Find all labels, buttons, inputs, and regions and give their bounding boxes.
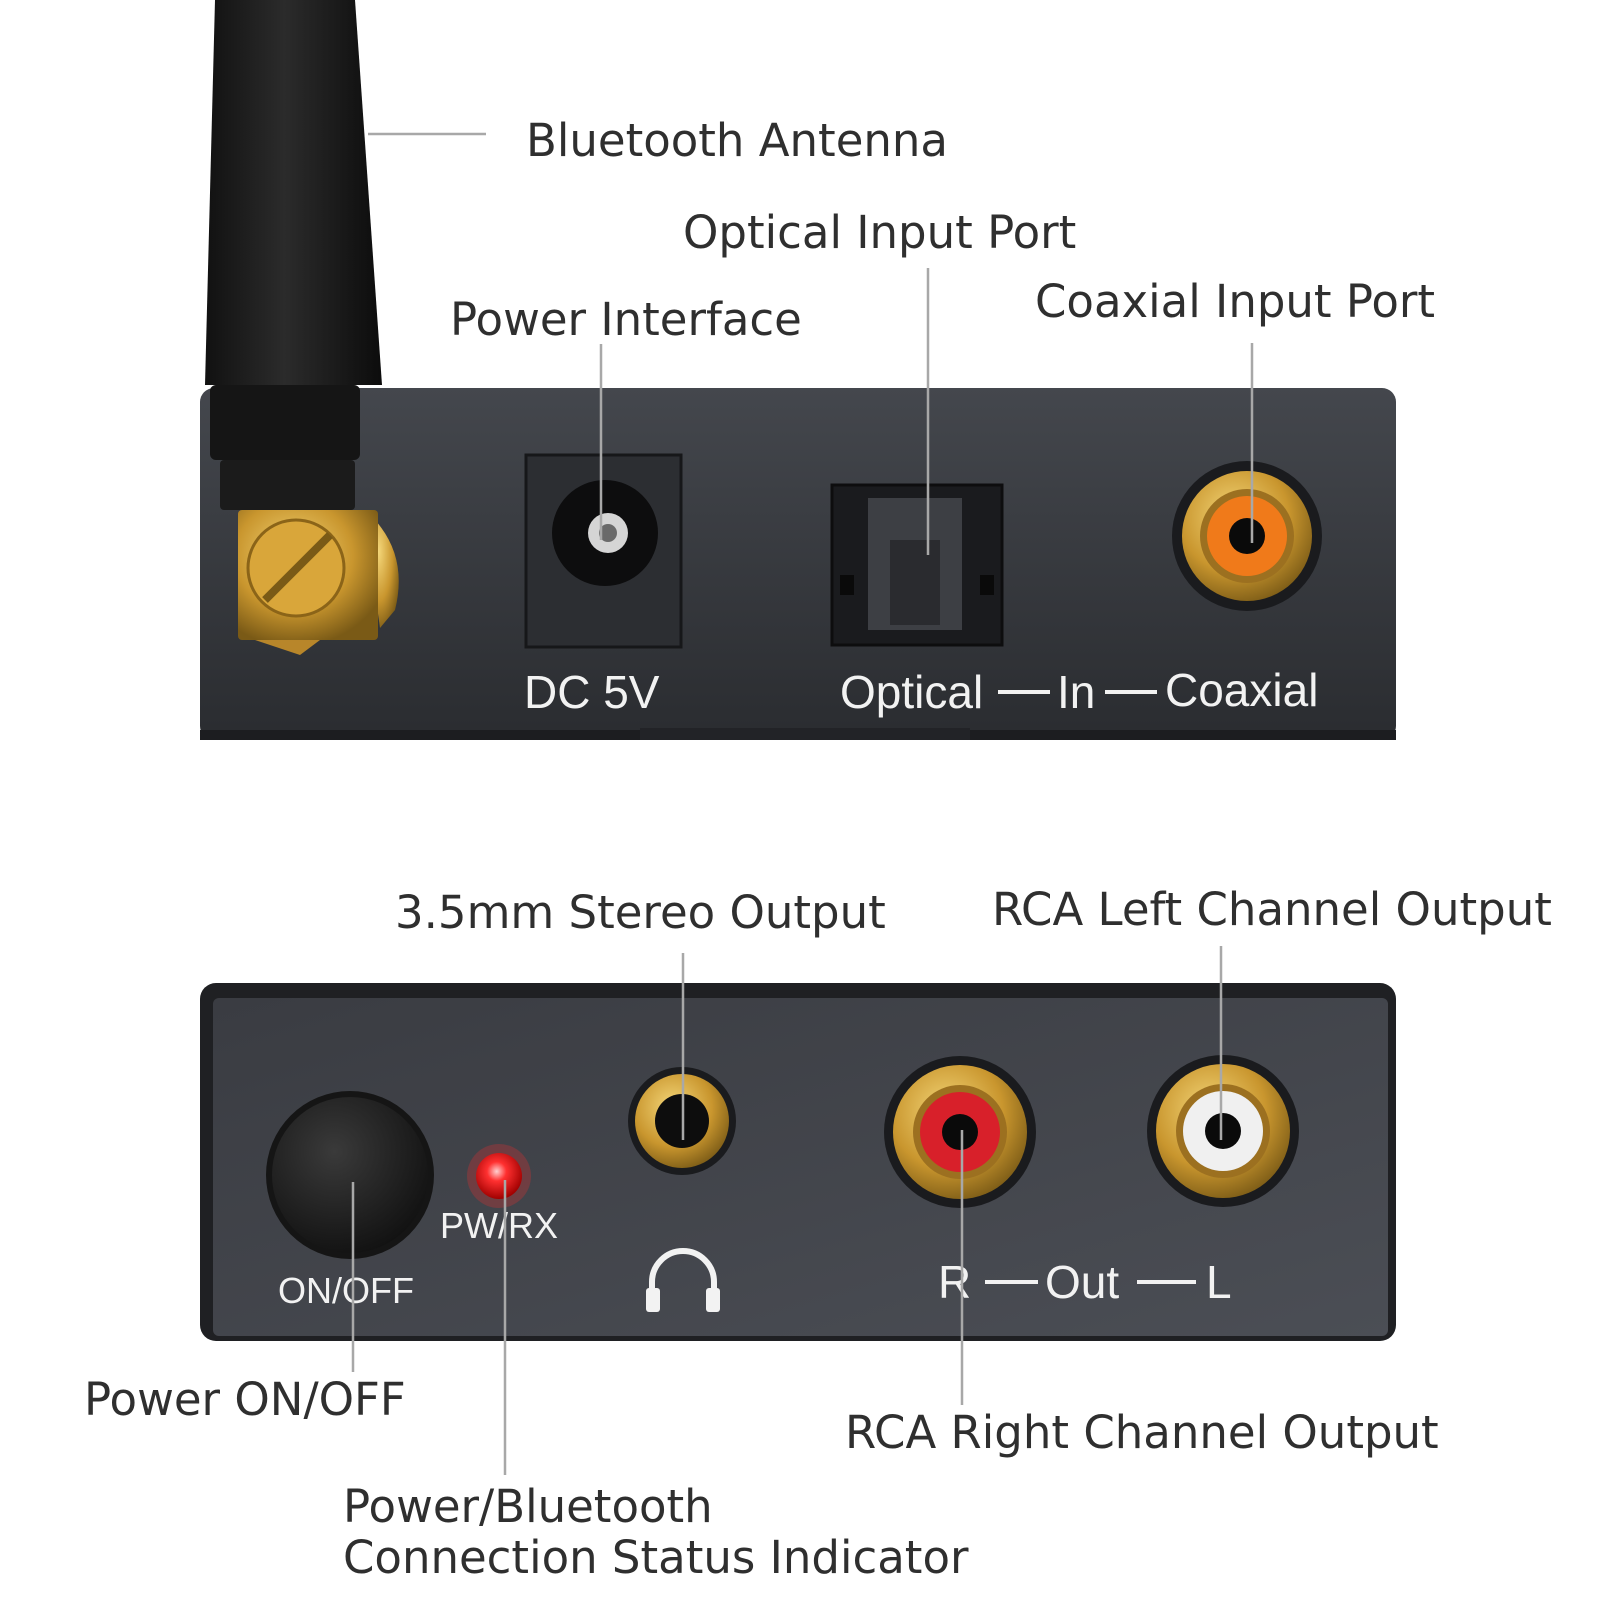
optical-port — [830, 483, 1004, 647]
coaxial-label: Coaxial — [1165, 664, 1318, 716]
rca-right-jack — [884, 1056, 1036, 1208]
callout-power-onoff: Power ON/OFF — [84, 1373, 406, 1426]
rca-left-jack — [1147, 1055, 1299, 1207]
onoff-label: ON/OFF — [278, 1270, 414, 1311]
callout-bluetooth-antenna: Bluetooth Antenna — [526, 114, 949, 167]
r-label: R — [938, 1256, 971, 1308]
bottom-panel-body — [213, 998, 1388, 1336]
callout-status-indicator-line2: Connection Status Indicator — [343, 1531, 969, 1584]
callout-rca-right-output: RCA Right Channel Output — [845, 1406, 1439, 1459]
pwrx-label: PW/RX — [440, 1205, 558, 1246]
power-button — [266, 1091, 434, 1259]
top-panel — [200, 388, 1396, 740]
bottom-panel — [200, 983, 1396, 1341]
in-label: In — [1057, 666, 1095, 718]
callout-optical-input-port: Optical Input Port — [683, 206, 1077, 259]
coaxial-jack — [1172, 461, 1322, 611]
leader-lines — [351, 132, 1254, 1475]
bluetooth-antenna — [205, 0, 399, 655]
callout-rca-left-output: RCA Left Channel Output — [992, 883, 1552, 936]
dc-jack — [524, 453, 683, 649]
out-label: Out — [1045, 1256, 1119, 1308]
callout-power-interface: Power Interface — [450, 293, 802, 346]
optical-label: Optical — [840, 666, 983, 718]
headphone-icon — [646, 1248, 720, 1312]
callout-status-indicator-line1: Power/Bluetooth — [343, 1480, 713, 1533]
top-panel-body — [200, 388, 1396, 740]
dc-5v-label: DC 5V — [524, 666, 660, 718]
status-led — [467, 1144, 531, 1208]
l-label: L — [1206, 1256, 1232, 1308]
callout-stereo-output: 3.5mm Stereo Output — [395, 886, 886, 939]
callout-coaxial-input-port: Coaxial Input Port — [1035, 275, 1436, 328]
